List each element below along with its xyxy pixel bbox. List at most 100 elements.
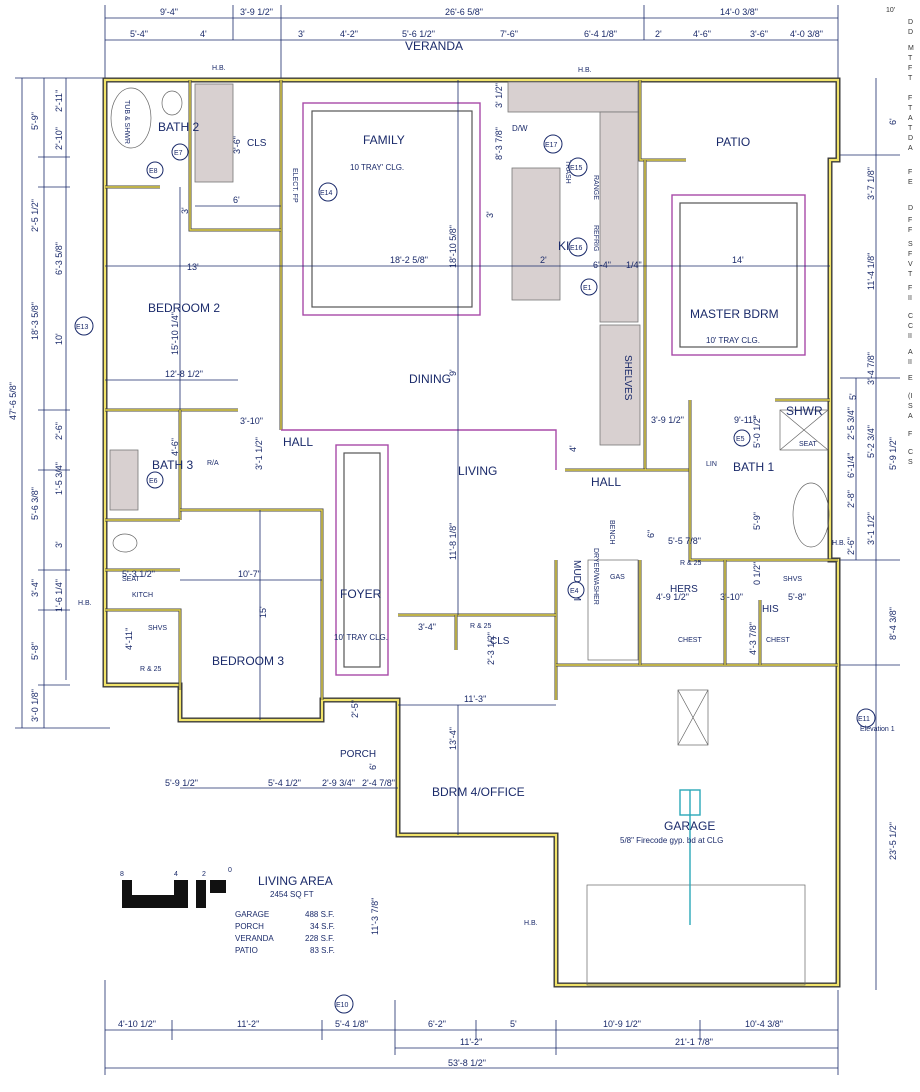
dim-bottom-3: 5'-4 1/8" bbox=[335, 1019, 368, 1029]
dim-bdrm4-w: 11'-3" bbox=[464, 694, 486, 704]
margin-note: A bbox=[908, 115, 913, 122]
margin-note: E bbox=[908, 375, 913, 382]
dim-left-c3-3: 6'-3 5/8" bbox=[54, 242, 64, 275]
dim-right-13: 2'-6" bbox=[846, 537, 856, 555]
label-seat-small: SEAT bbox=[122, 576, 140, 583]
dim-porch-25: 2'-5" bbox=[350, 700, 360, 718]
dim-left-c2-5: 3'-4" bbox=[30, 579, 40, 597]
dim-top-r2-6: 7'-6" bbox=[500, 29, 518, 39]
dim-hers-310: 3'-10" bbox=[720, 592, 743, 602]
dim-top-r2-1: 5'-4" bbox=[130, 29, 148, 39]
label-shelves: SHELVES bbox=[622, 355, 633, 401]
elevation-markers: E7 E8 E14 E17 E15 E16 E1 E13 E6 E5 E4 E1… bbox=[74, 134, 895, 1014]
dim-right-6: 3'-1 1/2" bbox=[866, 512, 876, 545]
label-dryer-washer: DRYER/WASHER bbox=[592, 548, 599, 605]
label-garage-note: 5/8" Firecode gyp. bd at CLG bbox=[620, 836, 723, 845]
scale-label-8: 8 bbox=[120, 871, 124, 878]
washer-dryer bbox=[587, 559, 639, 661]
dim-bed2-6: 6' bbox=[233, 195, 240, 205]
margin-note: E bbox=[908, 179, 913, 186]
dim-left-c3-5: 2'-6" bbox=[54, 422, 64, 440]
shower bbox=[779, 409, 829, 451]
dim-living-h: 11'-8 1/8" bbox=[448, 523, 458, 560]
label-bedroom3: BEDROOM 3 bbox=[212, 654, 284, 668]
bathtub-1 bbox=[792, 482, 830, 548]
dim-porch-w: 2'-9 3/4" bbox=[322, 778, 355, 788]
elevation-e1: E1 bbox=[580, 278, 598, 296]
label-refrig: REFRIG bbox=[592, 225, 599, 251]
margin-note: D bbox=[908, 135, 913, 142]
dim-cls2-234: 2'-3 1/2" bbox=[486, 632, 496, 665]
svg-text:E15: E15 bbox=[570, 165, 583, 172]
dim-top-r2-2: 4' bbox=[200, 29, 207, 39]
dim-top-r2-8: 2' bbox=[655, 29, 662, 39]
dim-hers-0: 0 1/2" bbox=[752, 562, 762, 585]
elevation-e7: E7 bbox=[171, 143, 189, 161]
dim-right-8: 8'-4 3/8" bbox=[888, 607, 898, 640]
svg-text:E4: E4 bbox=[570, 588, 579, 595]
label-bench: BENCH bbox=[608, 520, 615, 545]
dim-top-r2-3: 3' bbox=[298, 29, 305, 39]
dim-right-1: 6' bbox=[888, 118, 898, 125]
kitchen-counters bbox=[109, 81, 641, 511]
label-range: RANGE bbox=[592, 175, 599, 200]
svg-text:E16: E16 bbox=[570, 245, 583, 252]
label-mudrm: MUD RM bbox=[571, 560, 582, 601]
area-legend: 8 4 2 0 LIVING AREA 2454 SQ FT GARAGE 48… bbox=[120, 867, 335, 955]
attic-access bbox=[677, 689, 709, 746]
label-garage: GARAGE bbox=[664, 819, 715, 833]
scale-label-2: 2 bbox=[202, 871, 206, 878]
elevation-e10: E10 bbox=[334, 994, 354, 1014]
label-chest-1: CHEST bbox=[678, 637, 702, 644]
dim-kit-14: 1/4" bbox=[626, 260, 642, 270]
label-hb-4: H.B. bbox=[78, 600, 92, 607]
legend-area: 2454 SQ FT bbox=[270, 890, 314, 899]
dim-bed2-w: 13' bbox=[187, 262, 199, 272]
interior-dimensions: 18'-2 5/8" 18'-10 5/8" 3' 2' 6'-4" 1/4" … bbox=[105, 80, 830, 935]
dim-left-c2-2: 2'-5 1/2" bbox=[30, 199, 40, 232]
elevation-caption: Elevation 1 bbox=[860, 726, 895, 733]
dim-right-2: 3'-7 1/8" bbox=[866, 167, 876, 200]
margin-note: 10' bbox=[886, 7, 895, 14]
svg-text:E6: E6 bbox=[149, 478, 158, 485]
margin-note: II bbox=[908, 333, 912, 340]
label-seat: SEAT bbox=[799, 441, 817, 448]
margin-note: F bbox=[908, 95, 912, 102]
label-dw: D/W bbox=[512, 124, 528, 133]
label-hall-right: HALL bbox=[591, 475, 621, 489]
scale-bar-1 bbox=[122, 880, 132, 908]
dim-right-5: 5'-2 3/4" bbox=[866, 425, 876, 458]
dim-bed2-h: 15'-10 1/4" bbox=[170, 312, 180, 355]
legend-item-name-1: PORCH bbox=[235, 922, 264, 931]
label-porch: PORCH bbox=[340, 749, 376, 760]
dim-kit-3: 3' bbox=[485, 211, 495, 218]
legend-item-value-2: 228 S.F. bbox=[305, 934, 334, 943]
margin-note: S bbox=[908, 403, 913, 410]
dim-top-r2-5: 5'-6 1/2" bbox=[402, 29, 435, 39]
elevation-e11: E11 bbox=[856, 708, 876, 728]
label-r25-1: R & 25 bbox=[140, 666, 162, 673]
legend-item-name-3: PATIO bbox=[235, 946, 258, 955]
dim-hall-4: 4' bbox=[568, 445, 578, 452]
legend-item-name-0: GARAGE bbox=[235, 910, 269, 919]
label-shwr: SHWR bbox=[786, 404, 823, 418]
dim-top-r2-7: 6'-4 1/8" bbox=[584, 29, 617, 39]
scale-label-4: 4 bbox=[174, 871, 178, 878]
label-hb-3: H.B. bbox=[832, 540, 846, 547]
elevation-e4: E4 bbox=[567, 581, 585, 599]
dim-top-r2-10: 3'-6" bbox=[750, 29, 768, 39]
label-master: MASTER BDRM bbox=[690, 307, 779, 321]
dim-right-10: 2'-5 3/4" bbox=[846, 407, 856, 440]
label-lin: LIN bbox=[706, 461, 717, 468]
margin-note: II bbox=[908, 359, 912, 366]
margin-note: (I bbox=[908, 393, 912, 400]
dim-hall-310: 3'-10" bbox=[240, 416, 263, 426]
margin-note: T bbox=[908, 105, 913, 112]
scale-bar-5 bbox=[210, 880, 226, 893]
margin-note: V bbox=[908, 261, 913, 268]
svg-text:E11: E11 bbox=[858, 716, 870, 723]
margin-note: C bbox=[908, 323, 913, 330]
label-cls1: CLS bbox=[247, 138, 267, 149]
dim-family-w: 18'-2 5/8" bbox=[390, 255, 428, 265]
dim-top-r2-9: 4'-6" bbox=[693, 29, 711, 39]
